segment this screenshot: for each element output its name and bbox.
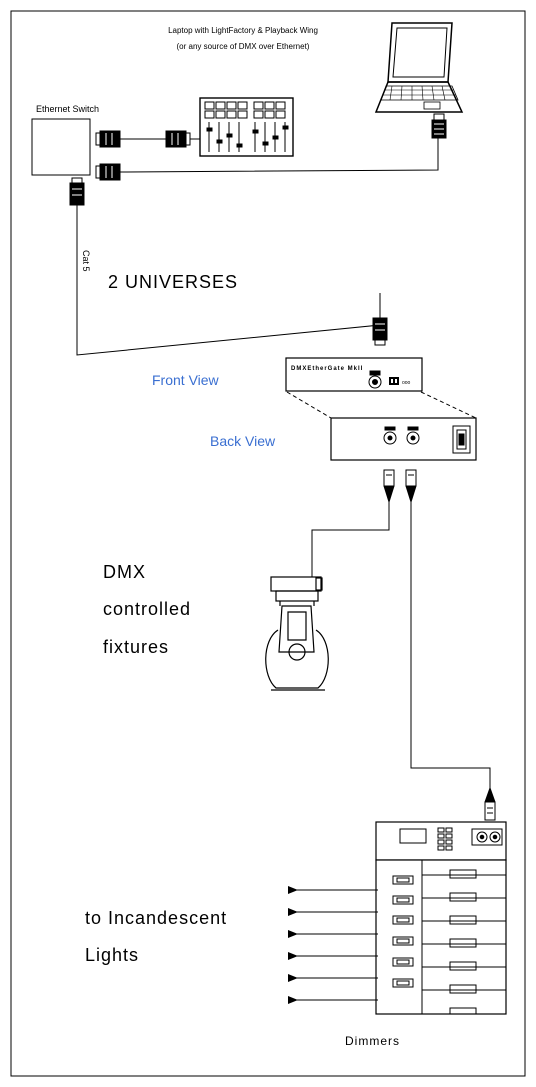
- dimmer-breaker-icons: [392, 875, 414, 988]
- ethernet-switch-label: Ethernet Switch: [36, 104, 99, 114]
- dimmer-rack: [375, 821, 507, 1015]
- gateway-device-text: DMXEtherGate MkII: [291, 366, 363, 372]
- universes-label: 2 UNIVERSES: [108, 272, 238, 292]
- laptop-caption-line1: Laptop with LightFactory & Playback Wing: [168, 26, 318, 35]
- back-view-label: Back View: [210, 433, 276, 449]
- dimmers-label: Dimmers: [345, 1034, 400, 1048]
- dmx-plug-icon: [383, 469, 395, 504]
- moving-head-fixture-icon: [265, 576, 329, 691]
- gateway-port-label: ooo: [402, 380, 411, 386]
- dmx-plug-icon: [405, 469, 417, 504]
- incandescent-label-line2: Lights: [85, 945, 139, 965]
- gateway-back-panel: [330, 417, 477, 461]
- projection-line-right: [420, 391, 477, 419]
- dmx-cable-to-dimmers: [410, 502, 491, 790]
- ethernet-switch-box: [31, 118, 91, 176]
- switch-down-ethernet-plug-icon: [69, 177, 85, 206]
- ethernet-plug-icon: [165, 130, 191, 148]
- cat5-cable-label: Cat 5: [81, 250, 91, 272]
- diagram-frame: [10, 10, 526, 1077]
- xlr-port-icon: [383, 426, 397, 445]
- incandescent-label-line1: to Incandescent: [85, 908, 227, 928]
- dimmer-dmx-plug-icon: [484, 786, 496, 821]
- cat5-cable: [76, 205, 381, 356]
- playback-wing-console-icon: [199, 97, 294, 157]
- cable-switch-to-laptop: [119, 138, 439, 173]
- ethernet-plug-icon: [95, 163, 121, 181]
- xlr-port-icon: [368, 370, 382, 389]
- gateway-led-block: [389, 377, 399, 385]
- projection-line-left: [286, 391, 332, 419]
- front-view-label: Front View: [152, 372, 220, 388]
- laptop-icon: [374, 22, 464, 113]
- fixtures-label-line3: fixtures: [103, 637, 169, 657]
- laptop-caption-line2: (or any source of DMX over Ethernet): [177, 42, 310, 51]
- power-inlet-icon: [452, 425, 471, 454]
- ethernet-plug-icon: [95, 130, 121, 148]
- xlr-port-icon: [406, 426, 420, 445]
- fixtures-label-line1: DMX: [103, 562, 146, 582]
- gateway-front-panel: [285, 357, 423, 392]
- dimmer-output-arrows: [288, 886, 378, 1004]
- fixtures-label-line2: controlled: [103, 599, 191, 619]
- gateway-ethernet-plug-icon: [372, 317, 388, 346]
- dmx-cable-to-fixture: [311, 502, 390, 580]
- laptop-ethernet-plug-icon: [431, 113, 447, 139]
